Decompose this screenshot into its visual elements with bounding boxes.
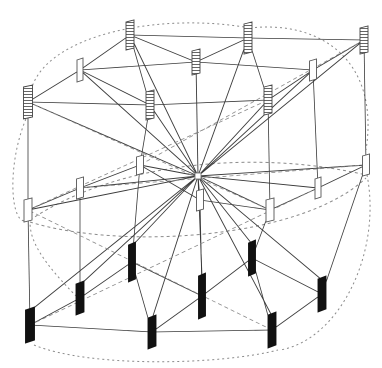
outlined-node <box>197 189 204 211</box>
grid-edge <box>364 40 366 165</box>
hub-node <box>195 173 201 179</box>
outlined-node <box>77 177 84 199</box>
grid-edge <box>268 70 313 100</box>
grid-edge <box>268 100 270 210</box>
outlined-node <box>363 154 370 176</box>
dashed-edge <box>140 40 364 165</box>
grid-edge <box>322 165 366 294</box>
outlined-node <box>266 198 274 222</box>
hatched-node <box>264 85 272 115</box>
filled-node <box>199 273 206 319</box>
dotted-arc-edge <box>30 222 80 300</box>
hatched-node <box>126 20 134 50</box>
filled-node <box>76 281 84 315</box>
grid-edge <box>80 70 150 105</box>
filled-node <box>148 315 156 349</box>
outlined-node <box>310 59 317 81</box>
spoke-edge <box>198 100 268 176</box>
spoke-edge <box>132 176 198 246</box>
filled-node <box>249 240 256 276</box>
spoke-edge <box>30 176 198 311</box>
grid-edge <box>28 102 150 105</box>
grid-edge <box>202 258 252 296</box>
grid-edge <box>252 258 322 294</box>
grid-edge <box>313 70 318 188</box>
grid-edge <box>80 262 132 298</box>
spoke-edge <box>196 62 198 176</box>
grid-edge <box>30 298 80 325</box>
grid-edge <box>152 296 202 332</box>
grid-edge <box>130 35 248 38</box>
hatched-node <box>24 85 33 119</box>
grid-edge <box>28 70 80 102</box>
dashed-edge <box>30 188 318 325</box>
hatched-node <box>360 26 368 54</box>
grid-edge <box>150 100 268 105</box>
grid-edge <box>318 165 366 188</box>
outlined-node <box>77 58 83 82</box>
filled-node <box>318 276 326 312</box>
grid-edge <box>28 210 30 325</box>
filled-node <box>268 312 276 348</box>
grid-edge <box>132 262 202 296</box>
dotted-arc-edge <box>34 345 278 362</box>
outlined-node <box>315 177 321 199</box>
spoke-edge <box>198 165 366 176</box>
spoke-edge <box>198 176 252 244</box>
dotted-arc-edge <box>29 23 250 110</box>
spoke-edge <box>198 176 272 316</box>
dashed-edge <box>28 210 272 330</box>
grid-edge <box>152 330 272 332</box>
grid-edge <box>30 325 152 332</box>
spoke-edge <box>130 35 198 176</box>
spoke-edge <box>28 176 198 210</box>
filled-node <box>26 307 35 343</box>
grid-edge <box>248 38 364 40</box>
dotted-arc-edge <box>280 170 370 350</box>
hatched-node <box>192 49 200 75</box>
hatched-node <box>146 90 154 120</box>
spoke-edge <box>198 176 322 280</box>
grid-edge <box>130 35 196 62</box>
hatched-node <box>244 22 252 54</box>
outlined-node <box>24 198 32 222</box>
grid-edge <box>272 294 322 330</box>
grid-edge <box>80 35 130 70</box>
filled-node <box>129 242 136 282</box>
dashed-edge <box>80 165 366 188</box>
outlined-node <box>137 155 144 175</box>
grid-edge <box>196 62 313 70</box>
